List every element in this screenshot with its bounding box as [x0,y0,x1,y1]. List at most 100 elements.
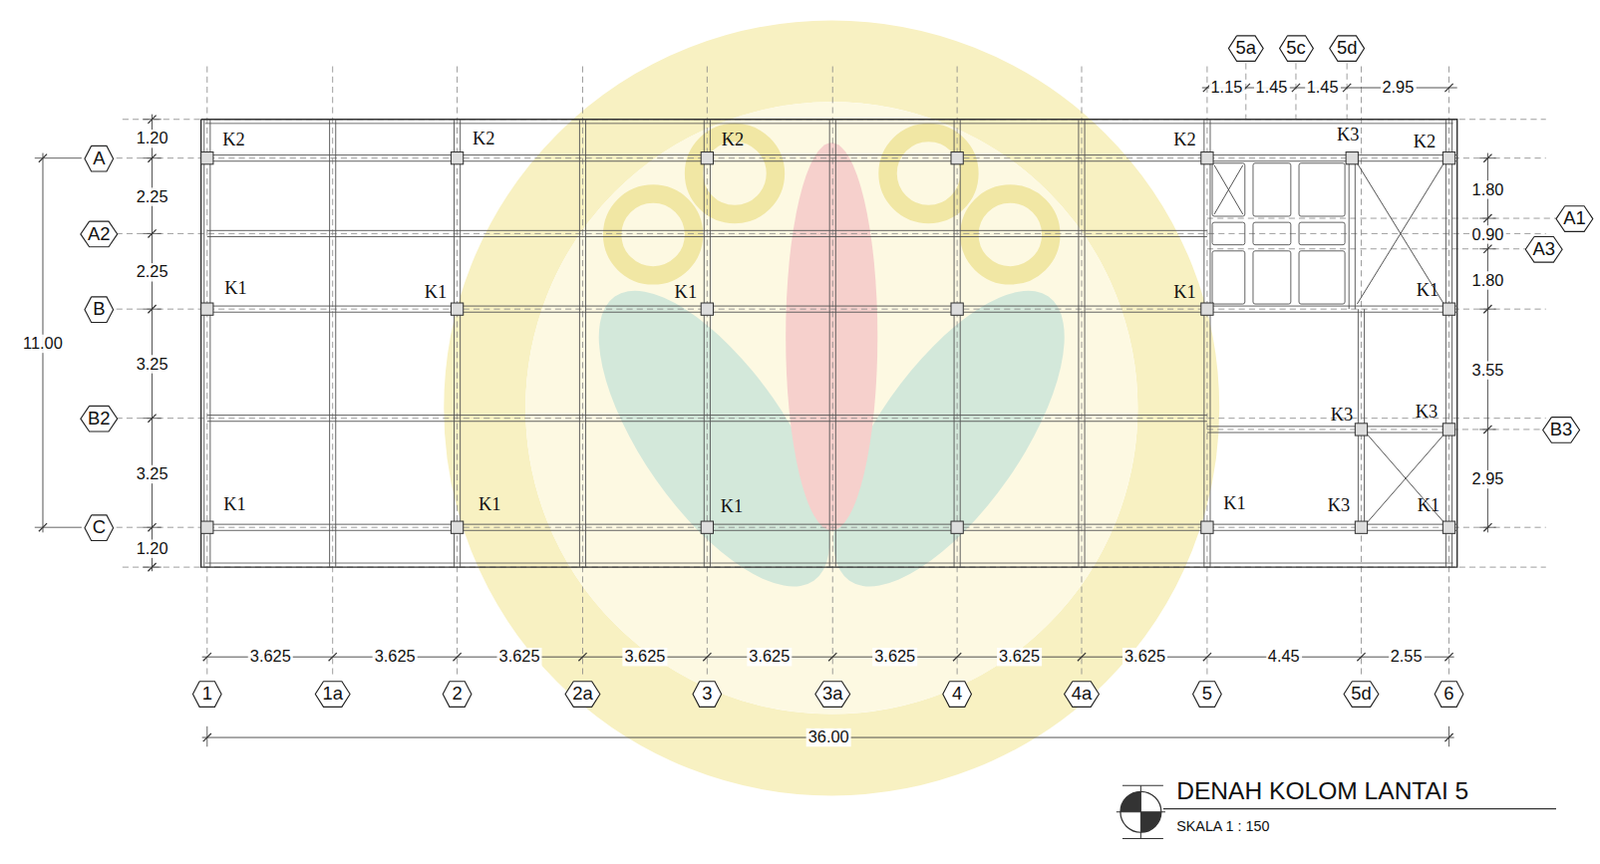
grid-label: 4a [1063,679,1101,708]
grid-label: C [83,513,115,542]
slab-edge [201,119,1458,568]
grid-line [582,66,584,678]
dimension-text: 3.625 [996,647,1042,666]
dimension-text: 1.80 [1469,271,1506,290]
column-symbol [1354,423,1367,436]
grid-bubble: B3 [1542,415,1582,444]
column-mark: K1 [478,494,502,515]
dimension-text: 2.95 [1469,470,1506,489]
watermark-ground [525,101,1138,714]
grid-bubble: A [83,144,115,173]
dimension-text: 1.45 [1304,78,1341,97]
dimension-text: 3.25 [134,465,171,484]
beam [201,154,1458,156]
grid-label: A1 [1555,204,1595,233]
beam [954,119,956,568]
dimension-text: 11.00 [20,334,65,353]
dimension-line [142,118,161,120]
dimension-line [1479,157,1496,159]
column-mark: K3 [1330,404,1354,425]
column-mark: K2 [721,130,745,151]
dimension-line [1479,428,1496,430]
column-mark: K2 [222,130,246,151]
slab-panel [1253,163,1291,217]
dimension-line [34,157,82,159]
column-symbol [201,521,214,534]
dimension-line [142,309,161,311]
grid-bubble: 4a [1063,679,1101,708]
column-symbol [951,303,963,316]
beam [579,119,581,568]
beam [207,230,1208,232]
dimension-line [142,567,161,569]
void-cross [1356,163,1444,305]
column-symbol [700,521,713,534]
grid-label: 3a [814,679,852,708]
dimension-tick [702,652,711,661]
beam [1207,425,1450,427]
dimension-text: 3.625 [622,647,667,666]
column-mark: K1 [1223,493,1247,514]
grid-line [116,527,1547,529]
grid-bubble: 2a [564,679,602,708]
grid-line [1207,218,1560,220]
beam [585,119,587,568]
column-symbol [450,303,463,316]
grid-label: A [83,144,115,173]
dimension-tick [1444,83,1453,92]
column-symbol [951,521,963,534]
grid-label: 1 [191,679,223,708]
grid-bubble: A2 [79,220,119,249]
beam [328,119,330,568]
beam [829,119,831,568]
grid-label: B3 [1542,415,1582,444]
void-cross [1367,434,1445,523]
column-mark: K3 [1336,125,1360,146]
dimension-tick [1077,652,1086,661]
beam [201,524,1458,526]
beam [1363,309,1365,528]
dimension-tick [452,652,461,661]
dimension-line [1479,309,1496,311]
dimension-line [142,233,161,235]
grid-label: B2 [79,404,119,433]
watermark-flourish [968,193,1051,276]
grid-label: 5a [1227,33,1265,62]
column-symbol [450,521,463,534]
scale-note: SKALA 1 : 150 [1176,818,1270,835]
grid-bubble: 6 [1433,679,1465,708]
column-mark: K3 [1415,401,1439,422]
dimension-text: 0.90 [1469,225,1506,244]
dimension-line [1479,218,1496,220]
dimension-tick [828,652,837,661]
dimension-text: 1.15 [1208,78,1245,97]
dimension-line [206,726,208,747]
column-mark: K2 [1173,130,1197,151]
beam [201,306,1458,308]
grid-label: B [83,295,115,323]
dimension-tick [1356,652,1365,661]
title-symbol [1140,785,1142,839]
grid-label: 5d [1342,679,1380,708]
grid-label: 5d [1328,33,1366,62]
dimension-line [34,527,82,529]
beam [1451,119,1453,568]
beam [207,414,1208,416]
grid-bubble: 5 [1192,679,1224,708]
grid-bubble: C [83,513,115,542]
title-symbol [1122,785,1164,787]
grid-label: A2 [79,220,119,249]
beam [835,119,837,568]
dimension-text: 3.625 [1122,647,1168,666]
beam [209,119,211,568]
dimension-text: 1.20 [134,129,171,148]
column-mark: K1 [223,494,247,515]
grid-bubble: B [83,295,115,323]
grid-bubble: 4 [942,679,973,708]
grid-line [1294,62,1296,119]
grid-label: 5 [1192,679,1224,708]
grid-label: 3 [691,679,723,708]
dimension-text: 3.625 [746,647,792,666]
beam [1354,158,1356,310]
column-symbol [1442,152,1455,165]
